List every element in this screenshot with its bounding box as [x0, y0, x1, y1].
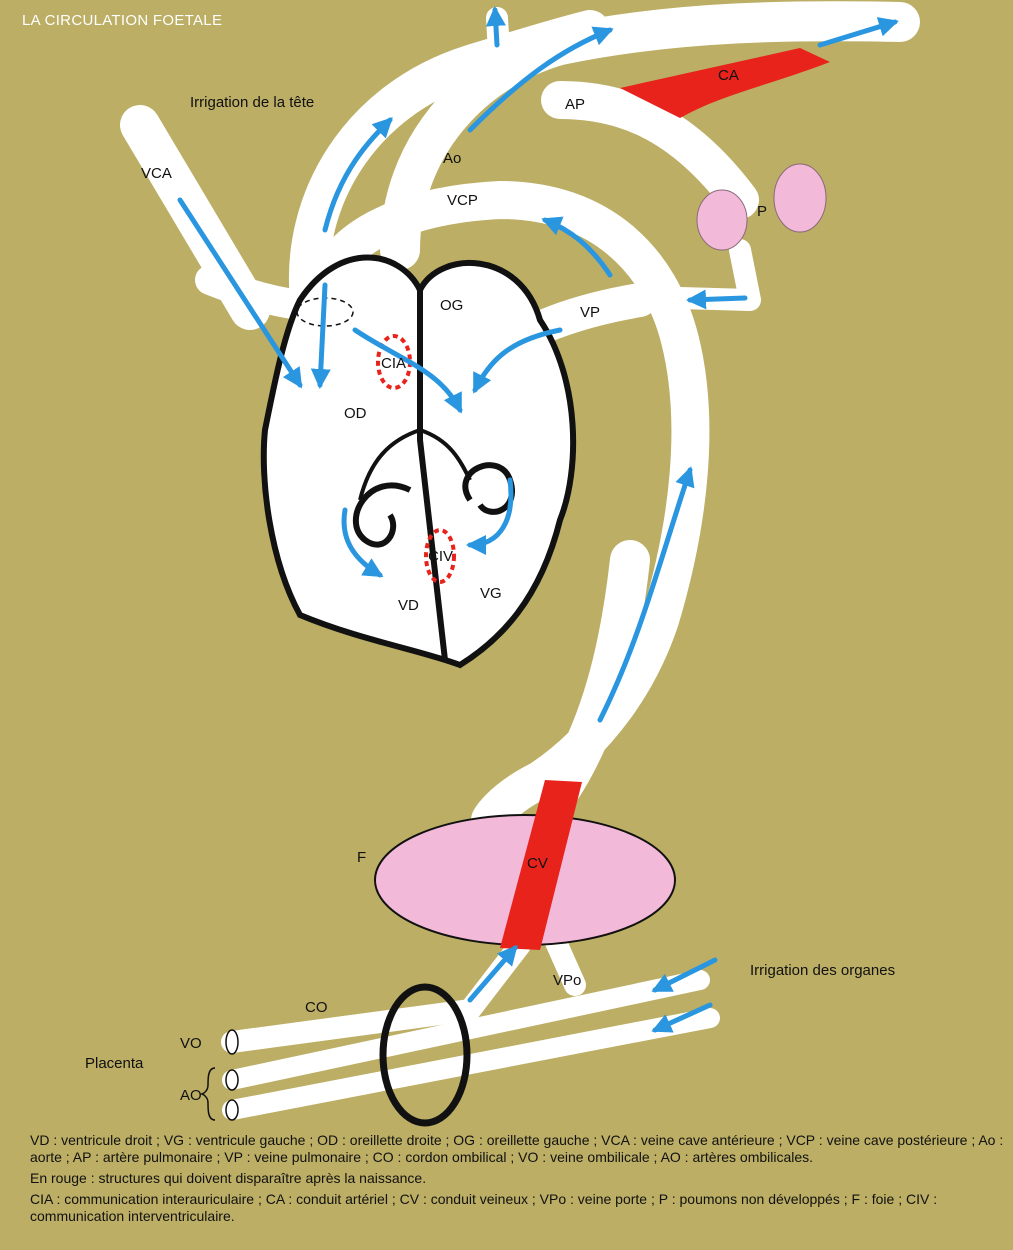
flow-arrow-junction-1: [310, 282, 331, 389]
legend-red-structures: CIA : communication interauriculaire ; C…: [30, 1191, 938, 1224]
cv-structure: [500, 780, 582, 950]
label-vp: VP: [580, 304, 600, 321]
vpo-vessel: [544, 929, 586, 996]
ao-brace: [199, 1067, 216, 1121]
label-ap: AP: [565, 96, 585, 113]
label-vd: VD: [398, 597, 419, 614]
label-cia: CIA: [381, 355, 406, 372]
legend: VD : ventricule droit ; VG : ventricule …: [30, 1132, 1010, 1229]
flow-arrow-umbilical: [467, 944, 518, 1003]
ao-tube-end-2: [225, 1099, 239, 1121]
label-irrigation-tete: Irrigation de la tête: [190, 94, 314, 111]
umbilical-ring: [379, 983, 471, 1127]
flow-arrow-vca: [177, 197, 303, 389]
label-co: CO: [305, 999, 328, 1016]
label-cv: CV: [527, 855, 548, 872]
flow-arrow-head: [322, 117, 393, 233]
heart-septum: [417, 290, 448, 661]
flow-arrow-og: [466, 477, 514, 555]
ap-vessel: [541, 81, 759, 219]
flow-arrow-organes-2: [651, 1002, 713, 1033]
label-vo: VO: [180, 1035, 202, 1052]
vo-tube-end: [225, 1029, 239, 1055]
flow-arrow-vcp: [541, 216, 613, 278]
flow-arrow-carotid: [485, 6, 506, 48]
ca-structure: [620, 48, 830, 118]
flow-arrow-lung: [686, 289, 748, 310]
label-vpo: VPo: [553, 972, 581, 989]
valve-left: [358, 428, 421, 501]
label-vca: VCA: [141, 165, 172, 182]
aorta-arch: [380, 1, 920, 270]
label-ca: CA: [718, 67, 739, 84]
label-civ: CIV: [428, 548, 453, 565]
legend-abbreviations: VD : ventricule droit ; VG : ventricule …: [30, 1132, 1004, 1165]
flow-arrow-cia: [352, 327, 463, 414]
flow-arrow-od: [341, 507, 384, 578]
label-placenta: Placenta: [85, 1055, 144, 1072]
civ-marker: [424, 528, 456, 584]
legend-red-note: En rouge : structures qui doivent dispar…: [30, 1170, 427, 1186]
lung-left: [696, 189, 748, 251]
label-ao-lower: AO: [180, 1087, 202, 1104]
fetal-circulation-diagram: Irrigation de la tête VCA Ao AP CA VCP P…: [85, 1, 920, 1127]
valve-spiral-left: [352, 482, 412, 548]
label-vg: VG: [480, 585, 502, 602]
label-ao-upper: Ao: [443, 150, 461, 167]
label-vcp: VCP: [447, 192, 478, 209]
label-od: OD: [344, 405, 367, 422]
umbilical-vein-tube: [221, 934, 531, 1053]
inferior-vena-cava: [540, 540, 650, 810]
flow-arrow-top-right: [817, 17, 899, 48]
flow-arrow-vp: [472, 327, 563, 394]
lung-return: [669, 239, 761, 311]
umbilical-artery-tube-2: [222, 1008, 720, 1120]
lung-right: [773, 163, 827, 233]
flow-arrow-organes-1: [651, 957, 718, 993]
ao-tube-end-1: [225, 1069, 239, 1091]
flow-arrow-ivc: [597, 466, 695, 723]
diagram-title: LA CIRCULATION FOETALE: [22, 12, 223, 29]
label-irrigation-organes: Irrigation des organes: [750, 962, 895, 979]
flow-arrow-aorta: [467, 26, 614, 133]
label-og: OG: [440, 297, 463, 314]
label-f: F: [357, 849, 366, 866]
label-p: P: [757, 203, 767, 220]
